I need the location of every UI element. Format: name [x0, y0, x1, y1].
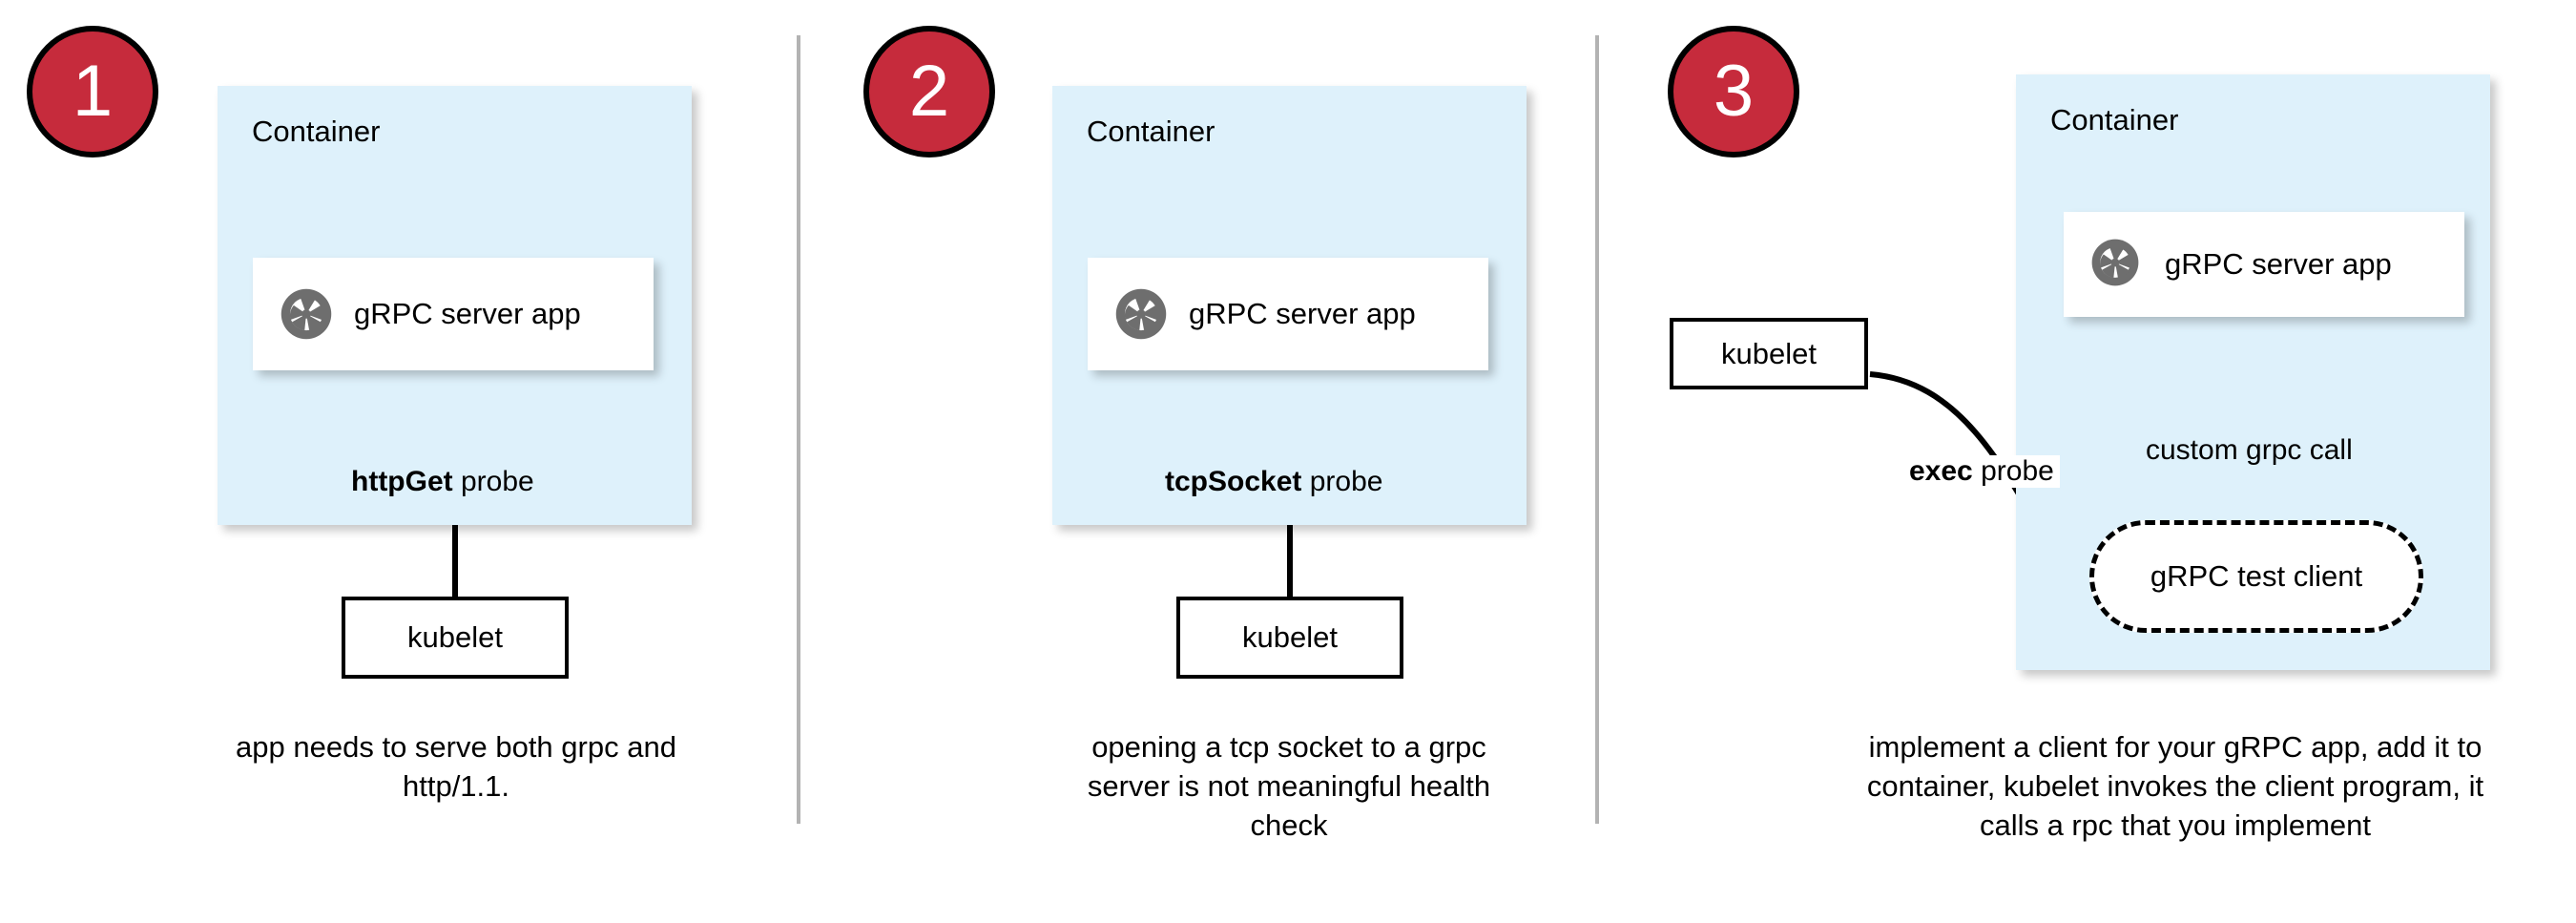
probe-label-2-rest: probe	[1301, 466, 1383, 497]
panel-divider-2	[1595, 35, 1599, 824]
kubelet-box-1: kubelet	[342, 597, 569, 679]
probe-label-1-bold: httpGet	[351, 466, 453, 497]
custom-grpc-call-label: custom grpc call	[2140, 434, 2358, 467]
kubelet-label-3: kubelet	[1721, 336, 1817, 370]
grpc-server-app-card-2: gRPC server app	[1088, 258, 1488, 370]
probe-label-1: httpGet probe	[345, 466, 540, 498]
grpc-server-app-label-1: gRPC server app	[354, 297, 581, 330]
grpc-aperture-icon	[1114, 287, 1168, 341]
grpc-test-client-pill: gRPC test client	[2089, 520, 2423, 633]
probe-label-3-bold: exec	[1909, 455, 1973, 487]
probe-label-1-rest: probe	[452, 466, 534, 497]
probe-label-2: tcpSocket probe	[1159, 466, 1389, 498]
step-badge-3: 3	[1668, 26, 1799, 157]
step-badge-1: 1	[27, 26, 158, 157]
grpc-test-client-label: gRPC test client	[2150, 559, 2363, 593]
grpc-server-app-card-3: gRPC server app	[2064, 212, 2464, 317]
container-label-3: Container	[2050, 103, 2179, 136]
panel-divider-1	[797, 35, 800, 824]
probe-label-2-bold: tcpSocket	[1165, 466, 1302, 497]
container-label-1: Container	[252, 115, 381, 148]
grpc-server-app-label-2: gRPC server app	[1189, 297, 1416, 330]
grpc-server-app-card-1: gRPC server app	[253, 258, 654, 370]
step-number-2: 2	[908, 51, 950, 132]
kubelet-label-1: kubelet	[407, 620, 503, 654]
caption-3: implement a client for your gRPC app, ad…	[1866, 730, 2484, 843]
grpc-aperture-icon	[2090, 238, 2144, 291]
caption-2: opening a tcp socket to a grpc server is…	[1087, 730, 1491, 843]
caption-1: app needs to serve both grpc and http/1.…	[236, 730, 676, 804]
step-badge-2: 2	[863, 26, 995, 157]
probe-label-3: exec probe	[1903, 455, 2060, 488]
kubelet-box-3: kubelet	[1670, 318, 1868, 389]
kubelet-label-2: kubelet	[1242, 620, 1338, 654]
probe-label-3-rest: probe	[1972, 455, 2054, 487]
grpc-server-app-label-3: gRPC server app	[2165, 247, 2392, 281]
step-number-3: 3	[1713, 51, 1755, 132]
step-number-1: 1	[72, 51, 114, 132]
grpc-aperture-icon	[280, 287, 333, 341]
container-label-2: Container	[1087, 115, 1215, 148]
kubelet-box-2: kubelet	[1176, 597, 1403, 679]
